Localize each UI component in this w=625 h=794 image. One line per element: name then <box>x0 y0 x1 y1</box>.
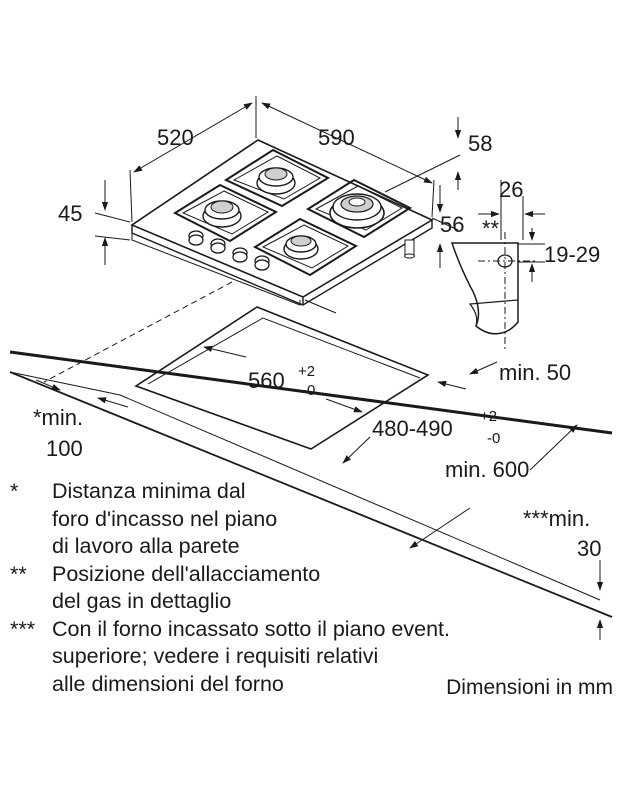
dim-min-30-value: 30 <box>577 536 601 561</box>
legend-text: Distanza minima dal foro d'incasso nel p… <box>52 479 278 558</box>
dim-cutout-depth-tolerance-plus: +2 <box>480 408 497 425</box>
dim-cutout-width-tolerance-plus: +2 <box>298 363 315 380</box>
dim-58: 58 <box>468 131 492 156</box>
dim-min-100-label: *min. <box>33 405 83 430</box>
burner-right-wok <box>329 193 385 229</box>
pan-supports <box>172 148 413 277</box>
dim-min-100-value: 100 <box>46 436 83 461</box>
legend-item: * Distanza minima dal foro d'incasso nel… <box>10 478 610 561</box>
dim-width-590: 590 <box>318 125 355 150</box>
worktop <box>9 350 613 618</box>
dim-56: 56 <box>440 212 464 237</box>
legend: * Distanza minima dal foro d'incasso nel… <box>10 478 610 698</box>
dim-cutout-width-560: 560 <box>248 368 285 393</box>
dim-min-600: min. 600 <box>445 457 529 482</box>
legend-item: *** Con il forno incassato sotto il pian… <box>10 616 610 699</box>
units-label: Dimensioni in mm <box>446 676 613 699</box>
dim-cutout-depth-tolerance-minus: -0 <box>487 430 500 447</box>
legend-item: ** Posizione dell'allacciamento del gas … <box>10 561 610 616</box>
burner-front-right <box>283 235 319 260</box>
cutout <box>134 306 430 450</box>
dim-min-30-label: ***min. <box>523 506 590 531</box>
burner-rear-left <box>256 167 296 195</box>
burner-front-left <box>202 200 242 228</box>
gas-connection-marker: ** <box>482 216 500 241</box>
legend-marker: ** <box>10 561 27 586</box>
dim-cutout-depth-480-490: 480-490 <box>372 416 453 441</box>
dim-cutout-width-tolerance-minus: -0 <box>302 382 315 399</box>
gas-connection-detail <box>450 180 545 350</box>
legend-marker: *** <box>10 616 36 641</box>
legend-text: Con il forno incassato sotto il piano ev… <box>52 616 450 696</box>
dim-45: 45 <box>58 201 82 226</box>
hob <box>130 139 434 306</box>
projection-line <box>43 281 233 383</box>
legend-marker: * <box>10 479 19 503</box>
dim-26: 26 <box>499 177 523 202</box>
control-knobs <box>188 230 270 271</box>
dim-depth-520: 520 <box>157 125 194 150</box>
legend-text: Posizione dell'allacciamento del gas in … <box>52 561 321 614</box>
dim-19-29: 19-29 <box>544 242 600 267</box>
dim-min-50: min. 50 <box>499 360 571 385</box>
dimension-lines <box>35 96 604 640</box>
